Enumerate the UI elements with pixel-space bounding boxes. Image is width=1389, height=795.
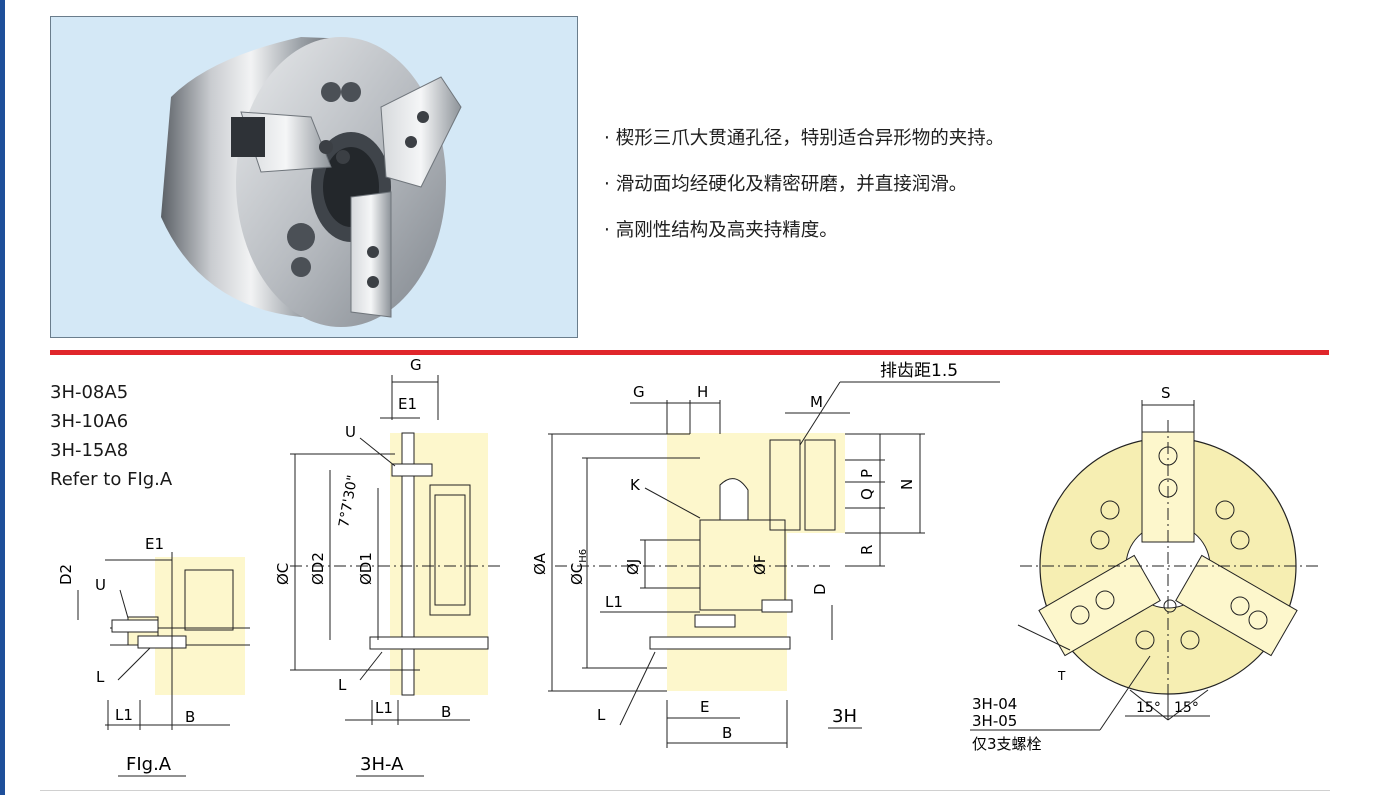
note-line-3: 仅3支螺栓 bbox=[972, 735, 1042, 753]
model-item: 3H-15A8 bbox=[50, 440, 129, 461]
dim-d1: ØD1 bbox=[357, 552, 375, 585]
dim-e1: E1 bbox=[145, 535, 164, 553]
dim-l1: L1 bbox=[375, 699, 393, 717]
pitch-label: 排齿距1.5 bbox=[880, 361, 958, 381]
fig-a-drawing: D2 E1 U L L1 B FIg.A bbox=[57, 535, 250, 777]
front-view-drawing: S T 15° 15° 3H-04 3H-05 仅3支螺栓 bbox=[970, 384, 1320, 753]
dim-l: L bbox=[338, 676, 347, 694]
feature-item: · 滑动面均经硬化及精密研磨，并直接润滑。 bbox=[604, 174, 968, 195]
dim-u: U bbox=[345, 423, 356, 441]
fig-3ha-drawing: G E1 U 7°7'30" ØC ØD2 ØD1 L L1 B 3H-A bbox=[274, 356, 500, 777]
dim-e1: E1 bbox=[398, 395, 417, 413]
dim-c: ØC bbox=[274, 563, 292, 585]
dim-e: E bbox=[700, 698, 709, 716]
dim-l: L bbox=[597, 706, 606, 724]
dim-d2: D2 bbox=[57, 564, 75, 585]
dim-l1: L1 bbox=[115, 706, 133, 724]
dim-f: ØF bbox=[751, 555, 769, 575]
fig-3h-drawing: 排齿距1.5 G H M K ØA ØCH6 ØJ ØF L1 L E B D … bbox=[531, 361, 1000, 748]
dim-g: G bbox=[410, 356, 422, 374]
feature-list: · 楔形三爪大贯通孔径，特别适合异形物的夹持。 · 滑动面均经硬化及精密研磨，并… bbox=[604, 116, 1004, 254]
dim-q: Q bbox=[858, 488, 876, 500]
model-reference: Refer to FIg.A bbox=[50, 469, 173, 490]
dim-u: U bbox=[95, 576, 106, 594]
dim-s: S bbox=[1161, 384, 1171, 402]
dim-b: B bbox=[722, 724, 732, 742]
dim-b: B bbox=[185, 708, 195, 726]
model-item: 3H-08A5 bbox=[50, 382, 129, 403]
chuck-illustration bbox=[161, 37, 462, 327]
dim-k: K bbox=[630, 476, 641, 494]
left-edge-bar bbox=[0, 0, 5, 795]
dim-a: ØA bbox=[531, 552, 549, 575]
feature-item: · 高刚性结构及高夹持精度。 bbox=[604, 220, 838, 241]
note-line-2: 3H-05 bbox=[972, 712, 1017, 730]
dim-r: R bbox=[858, 545, 876, 555]
dim-t: T bbox=[1057, 669, 1066, 683]
note-line-1: 3H-04 bbox=[972, 695, 1017, 713]
dim-b: B bbox=[441, 703, 451, 721]
dim-j: ØJ bbox=[624, 559, 642, 575]
dim-ch6-sub: H6 bbox=[578, 549, 589, 563]
dim-d2: ØD2 bbox=[309, 552, 327, 585]
dim-h: H bbox=[697, 383, 708, 401]
dim-d: D bbox=[811, 583, 829, 595]
model-item: 3H-10A6 bbox=[50, 411, 129, 432]
product-photo bbox=[50, 16, 578, 338]
dim-g: G bbox=[633, 383, 645, 401]
dim-n: N bbox=[898, 479, 916, 490]
feature-item: · 楔形三爪大贯通孔径，特别适合异形物的夹持。 bbox=[604, 128, 1005, 149]
dim-ch6: ØCH6 bbox=[568, 549, 589, 585]
fig-a-caption: FIg.A bbox=[126, 754, 172, 775]
fig-3ha-caption: 3H-A bbox=[360, 754, 404, 775]
dim-l: L bbox=[96, 668, 105, 686]
dim-ch6-main: ØC bbox=[568, 563, 586, 585]
dim-angle: 7°7'30" bbox=[336, 474, 361, 529]
dim-m: M bbox=[810, 393, 823, 411]
dim-p: P bbox=[858, 469, 876, 478]
angle-right: 15° bbox=[1174, 700, 1199, 716]
model-list: 3H-08A5 3H-10A6 3H-15A8 Refer to FIg.A bbox=[50, 378, 172, 494]
angle-left: 15° bbox=[1136, 700, 1161, 716]
technical-drawings: D2 E1 U L L1 B FIg.A G E1 U 7°7'30" bbox=[57, 356, 1320, 777]
dim-l1: L1 bbox=[605, 593, 623, 611]
bottom-divider bbox=[40, 790, 1330, 791]
fig-3h-caption: 3H bbox=[832, 706, 857, 727]
section-divider bbox=[50, 350, 1329, 355]
